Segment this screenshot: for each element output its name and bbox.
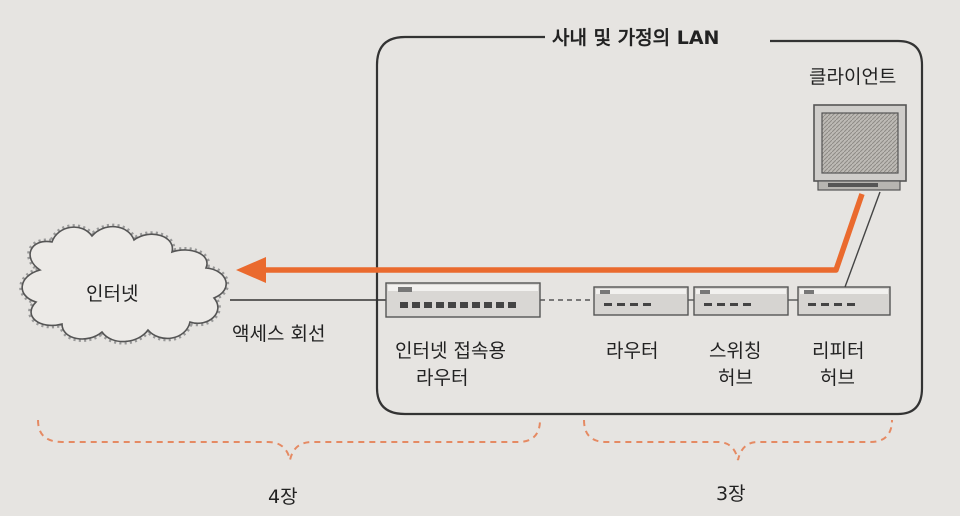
switching-hub-label-line1: 스위칭: [709, 340, 761, 362]
internet-label: 인터넷: [86, 283, 138, 305]
client-label: 클라이언트: [809, 66, 896, 88]
lan-title: 사내 및 가정의 LAN: [552, 27, 719, 49]
repeater-hub-icon: [797, 286, 891, 316]
client-computer-icon: [813, 104, 907, 191]
lan-boundary: [375, 35, 924, 416]
router-label: 라우터: [606, 340, 658, 362]
internet-cloud-icon: [19, 223, 230, 345]
repeater-hub-label-line1: 리피터: [812, 340, 864, 362]
switching-hub-label-line2: 허브: [718, 367, 753, 389]
router-icon: [593, 286, 689, 316]
repeater-hub-label-line2: 허브: [820, 367, 855, 389]
switching-hub-icon: [693, 286, 789, 316]
access-router-icon: [385, 282, 541, 318]
chapter-4-label: 4장: [268, 486, 298, 508]
chapter-3-label: 3장: [716, 483, 746, 505]
access-router-label-line1: 인터넷 접속용: [395, 340, 506, 362]
arrow-head-icon: [236, 257, 266, 283]
access-line-label: 액세스 회선: [232, 323, 325, 345]
access-router-label-line2: 라우터: [416, 367, 468, 389]
chapter-4-bracket: [37, 419, 541, 461]
data-flow-arrow: [262, 193, 865, 273]
client-cable: [844, 191, 881, 288]
chapter-3-bracket: [583, 419, 893, 461]
